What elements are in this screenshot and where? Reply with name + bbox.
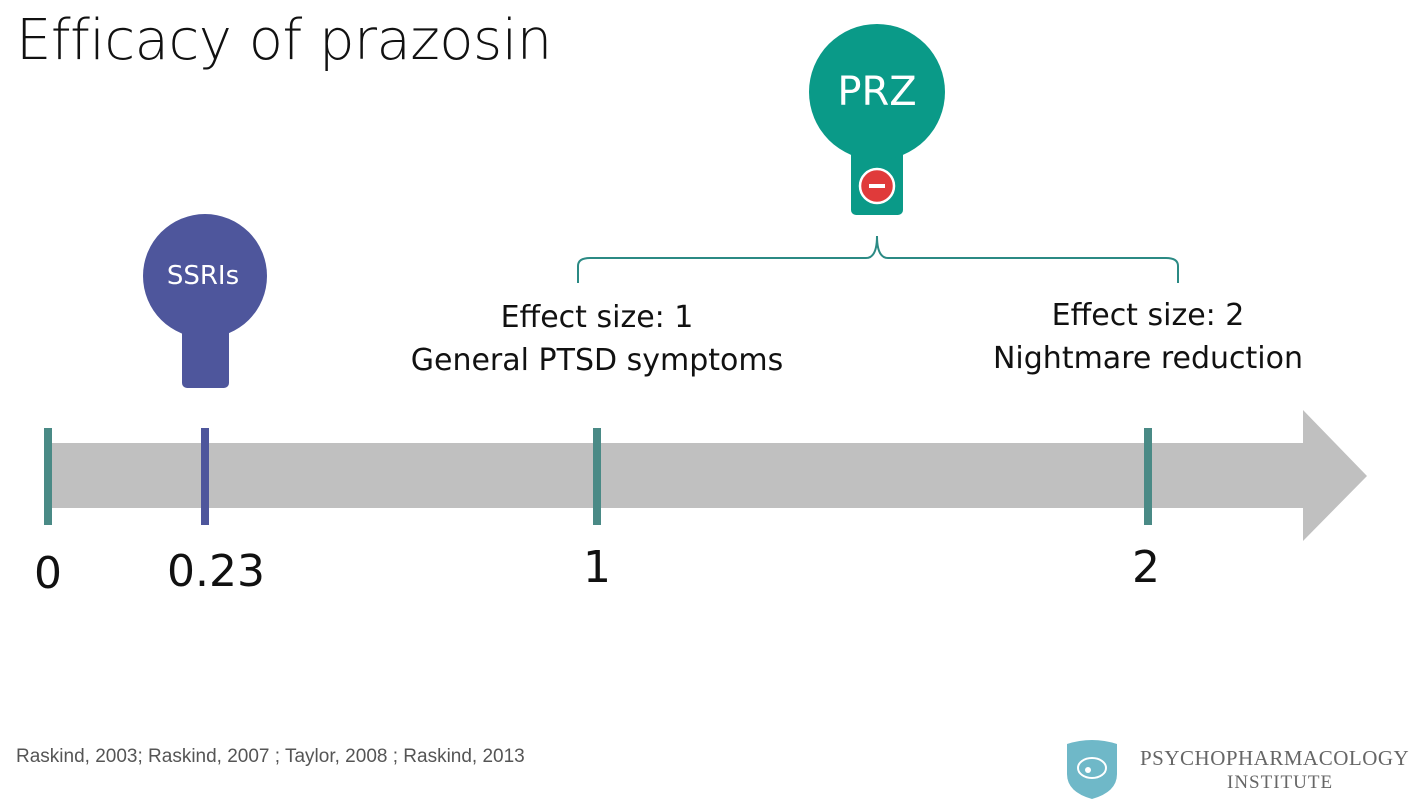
scale-arrow bbox=[48, 410, 1367, 541]
ssri-marker bbox=[143, 214, 267, 388]
tick-label-1: 1 bbox=[583, 542, 611, 593]
effect-size-2-desc: Nightmare reduction bbox=[992, 341, 1304, 376]
tick-0-23 bbox=[201, 428, 209, 525]
tick-label-0: 0 bbox=[34, 548, 62, 599]
effect-size-2-label: Effect size: 2 bbox=[1051, 298, 1245, 333]
prz-marker bbox=[809, 24, 945, 215]
tick-0 bbox=[44, 428, 52, 525]
citation: Raskind, 2003; Raskind, 2007 ; Taylor, 2… bbox=[16, 746, 525, 767]
prz-label: PRZ bbox=[837, 69, 917, 115]
effect-size-1-label: Effect size: 1 bbox=[500, 300, 694, 335]
effect-size-2-text: Effect size: 2 Nightmare reduction bbox=[993, 294, 1303, 380]
tick-1 bbox=[593, 428, 601, 525]
effect-size-1-desc: General PTSD symptoms bbox=[410, 343, 784, 378]
effect-size-1-text: Effect size: 1 General PTSD symptoms bbox=[411, 296, 783, 382]
range-brace bbox=[577, 235, 1179, 283]
logo-line-1: PSYCHOPHARMACOLOGY bbox=[1140, 746, 1410, 770]
ssri-label: SSRIs bbox=[166, 261, 240, 291]
tick-label-2: 2 bbox=[1132, 542, 1160, 593]
logo-shield-icon bbox=[1067, 740, 1117, 799]
tick-label-0-23: 0.23 bbox=[167, 546, 265, 597]
page-title: Efficacy of prazosin bbox=[16, 8, 552, 73]
tick-2 bbox=[1144, 428, 1152, 525]
logo-line-2: INSTITUTE bbox=[1227, 772, 1334, 793]
